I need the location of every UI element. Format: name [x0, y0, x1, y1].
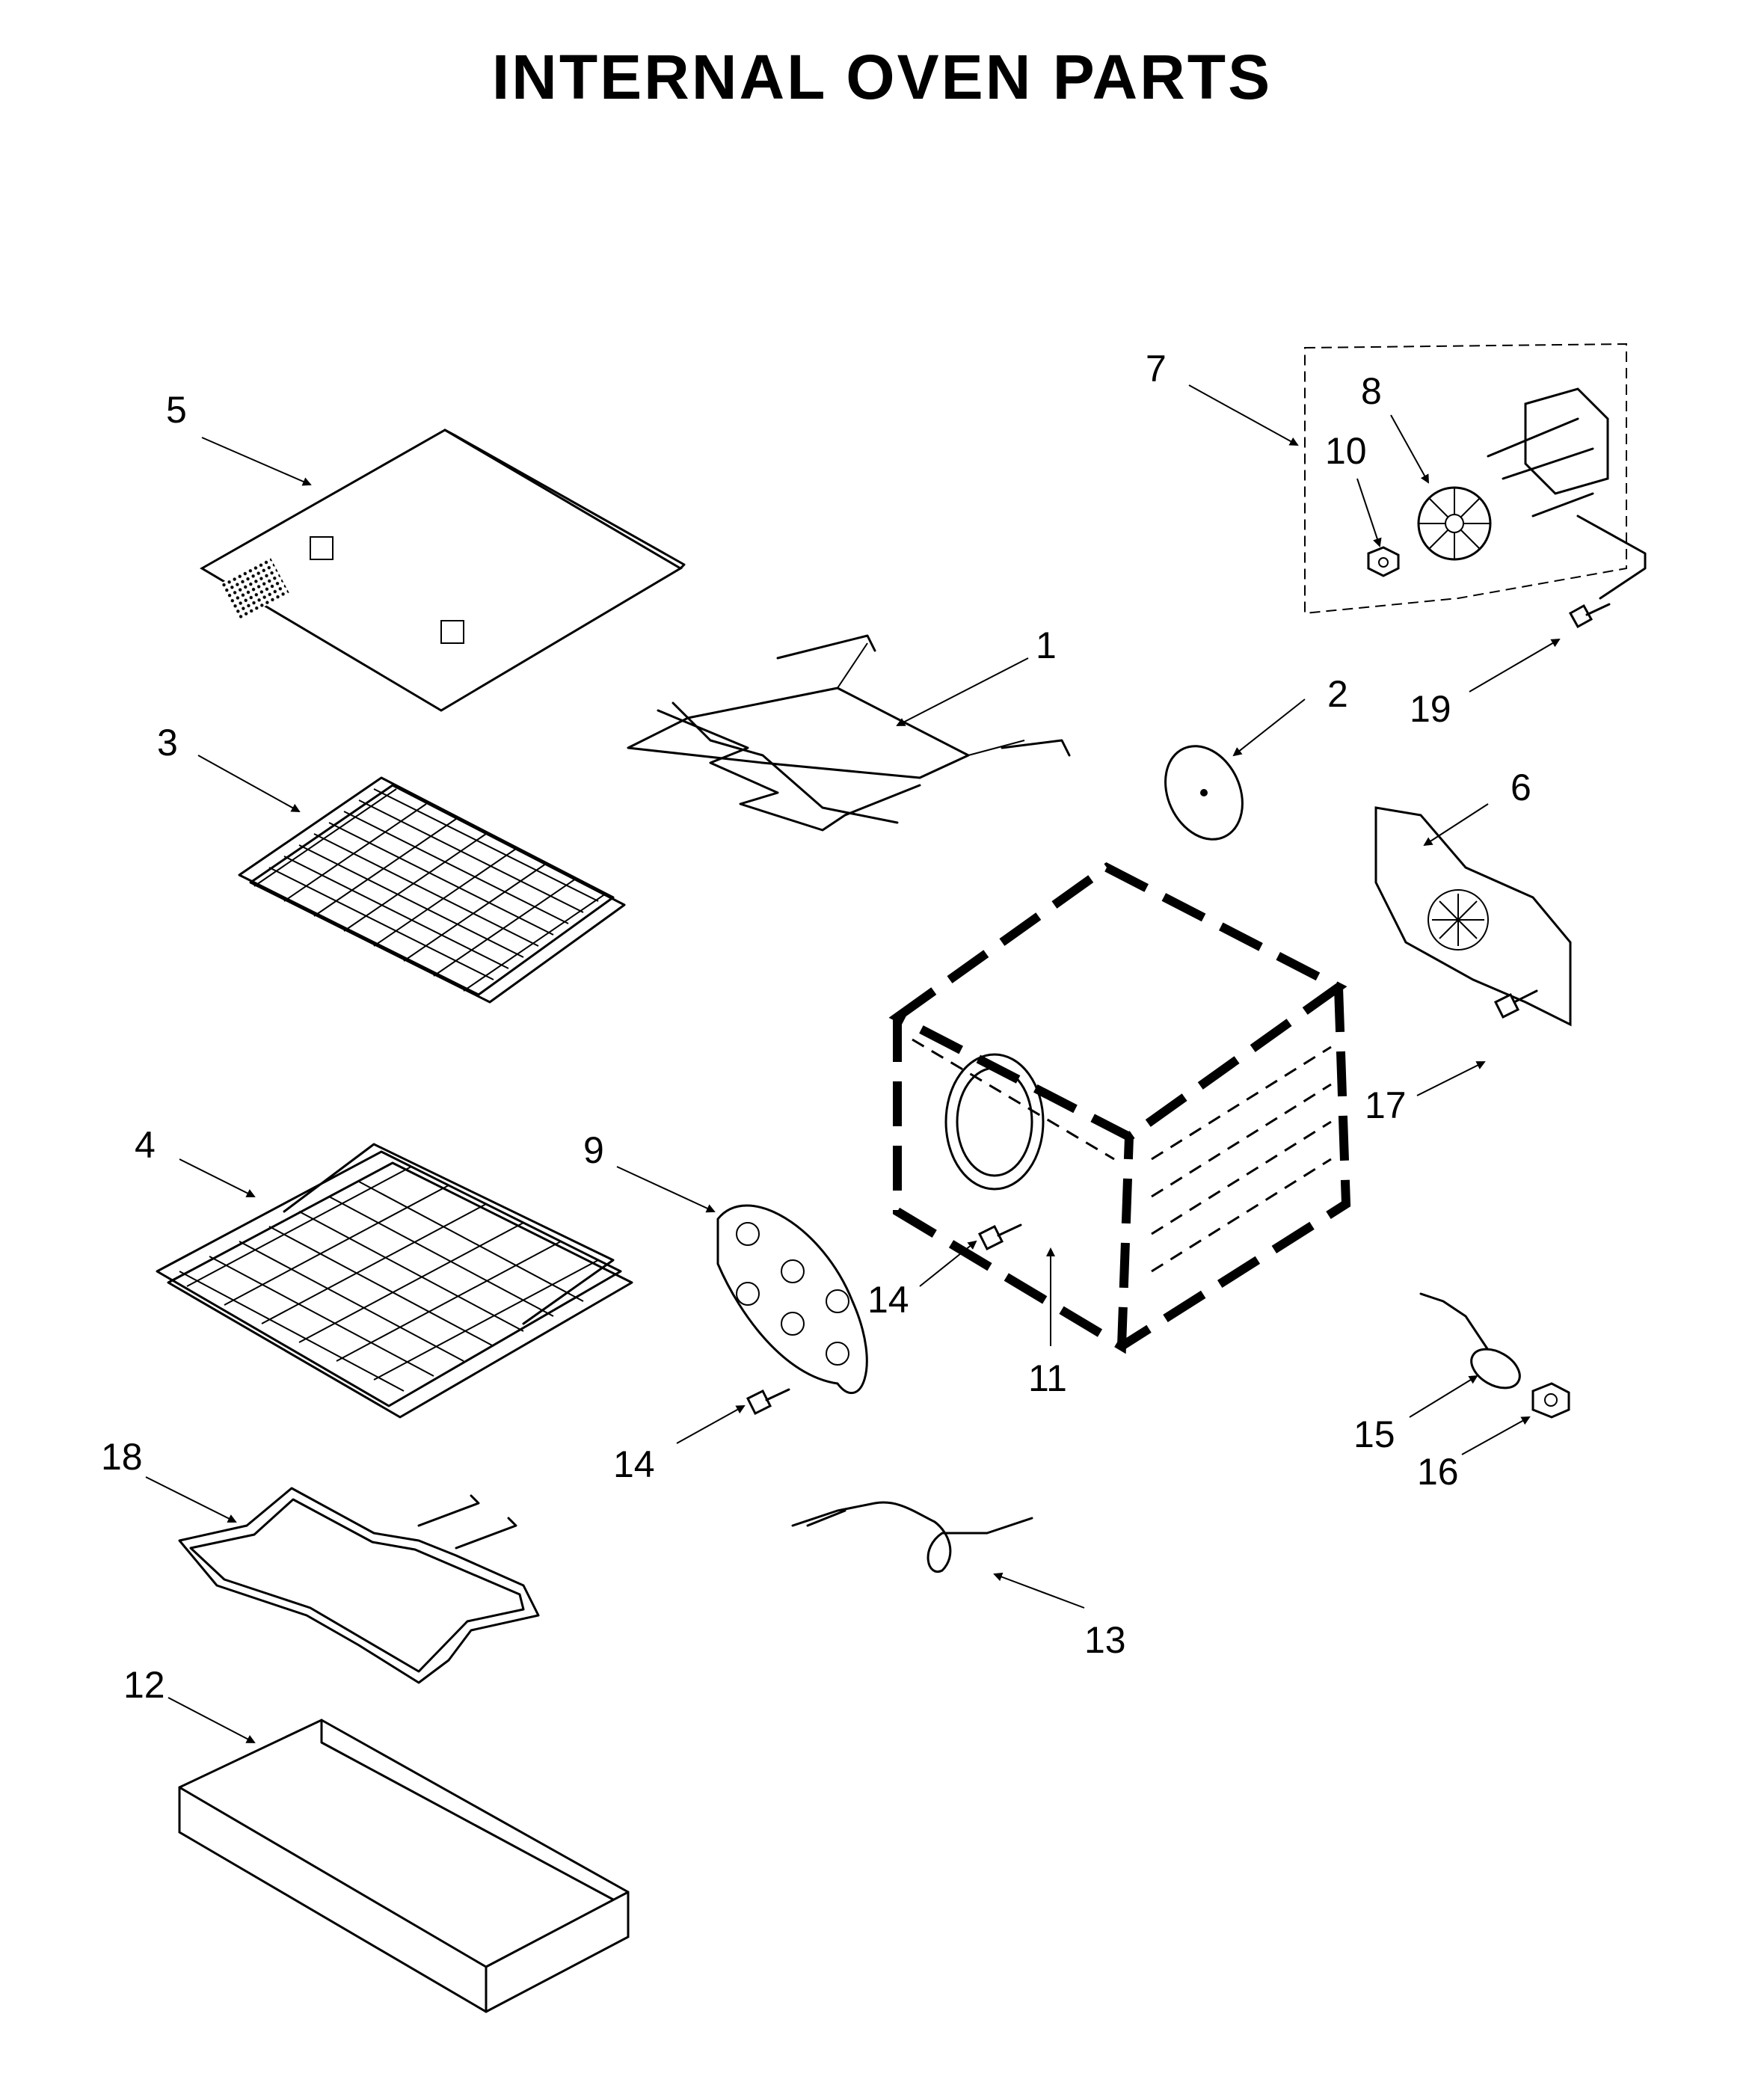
part-14-screw-a[interactable]: [746, 1388, 790, 1416]
callout-19: 19: [1410, 688, 1451, 730]
part-7-convection-motor-assembly[interactable]: [1304, 343, 1647, 615]
callout-16: 16: [1417, 1451, 1459, 1493]
callout-10: 10: [1325, 430, 1367, 472]
callout-6: 6: [1511, 767, 1531, 808]
diagram-title: INTERNAL OVEN PARTS: [491, 42, 1273, 112]
part-16-nut[interactable]: [1531, 1382, 1570, 1419]
callout-18: 18: [101, 1436, 143, 1478]
part-5-top-panel[interactable]: [200, 429, 686, 712]
callout-15: 15: [1353, 1413, 1395, 1455]
part-17-screw[interactable]: [1493, 989, 1538, 1019]
callout-8: 8: [1361, 370, 1382, 412]
part-4-sliding-rack[interactable]: [156, 1143, 633, 1419]
part-2-fan-cover[interactable]: [1151, 734, 1257, 852]
part-14-screw-b[interactable]: [977, 1223, 1022, 1251]
callout-13: 13: [1084, 1619, 1126, 1661]
part-8-fan-blade[interactable]: [1417, 486, 1492, 561]
callout-14b: 14: [867, 1279, 909, 1321]
callout-5: 5: [166, 389, 187, 431]
part-6-convection-baffle[interactable]: [1374, 806, 1572, 1027]
part-10-nut[interactable]: [1367, 546, 1400, 577]
callout-labels: 5 1 2 3 4 6 7 8 10 9 11 12 13 14 14 15 1…: [101, 348, 1531, 1706]
part-9-rear-cover[interactable]: [716, 1204, 868, 1395]
callout-1: 1: [1036, 624, 1057, 666]
callout-14a: 14: [613, 1443, 655, 1485]
callout-11: 11: [1028, 1357, 1067, 1399]
callout-17: 17: [1365, 1084, 1407, 1126]
callout-2: 2: [1327, 673, 1348, 715]
callout-9: 9: [583, 1129, 604, 1171]
part-3-oven-rack[interactable]: [238, 776, 626, 1004]
part-11-oven-cavity[interactable]: [888, 862, 1351, 1354]
part-1-broil-element[interactable]: [627, 634, 1071, 832]
part-13-meat-probe[interactable]: [791, 1501, 1033, 1573]
callout-4: 4: [135, 1124, 156, 1166]
callout-3: 3: [157, 722, 178, 764]
leader-lines: [145, 384, 1561, 1743]
part-19-screw[interactable]: [1568, 603, 1611, 629]
part-12-pan[interactable]: [178, 1719, 630, 2013]
part-15-sensor[interactable]: [1419, 1292, 1526, 1396]
callout-7: 7: [1146, 348, 1167, 390]
callout-12: 12: [123, 1664, 165, 1706]
part-18-bake-element[interactable]: [178, 1487, 540, 1684]
